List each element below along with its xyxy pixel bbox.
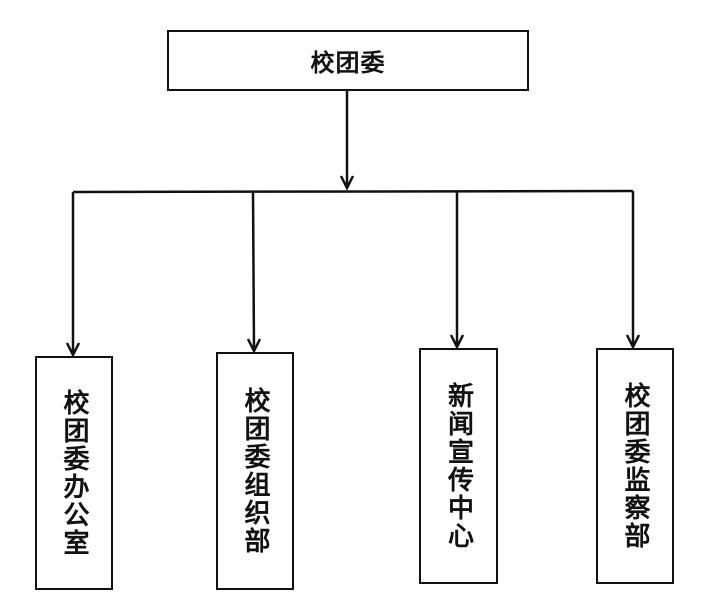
root-arrowhead <box>339 175 355 191</box>
child-node-label: 校团委组织部 <box>240 387 270 555</box>
child-node-organization: 校团委组织部 <box>216 352 294 590</box>
root-node: 校团委 <box>167 30 529 91</box>
child-node-label: 新闻宣传中心 <box>443 382 474 550</box>
branch-arrowhead-3 <box>449 334 465 350</box>
branch-arrowhead-1 <box>65 342 81 358</box>
child-node-news-center: 新闻宣传中心 <box>419 348 498 584</box>
child-node-office: 校团委办公室 <box>35 356 113 590</box>
horizontal-bus <box>72 189 634 194</box>
branch-arrowhead-2 <box>246 338 262 354</box>
branch-arrowhead-4 <box>625 334 641 350</box>
child-node-label: 校团委监察部 <box>620 382 650 550</box>
branch-connector-2 <box>251 191 256 350</box>
child-node-label: 校团委办公室 <box>59 389 89 557</box>
root-node-label: 校团委 <box>310 49 386 77</box>
child-node-supervision: 校团委监察部 <box>596 348 674 584</box>
